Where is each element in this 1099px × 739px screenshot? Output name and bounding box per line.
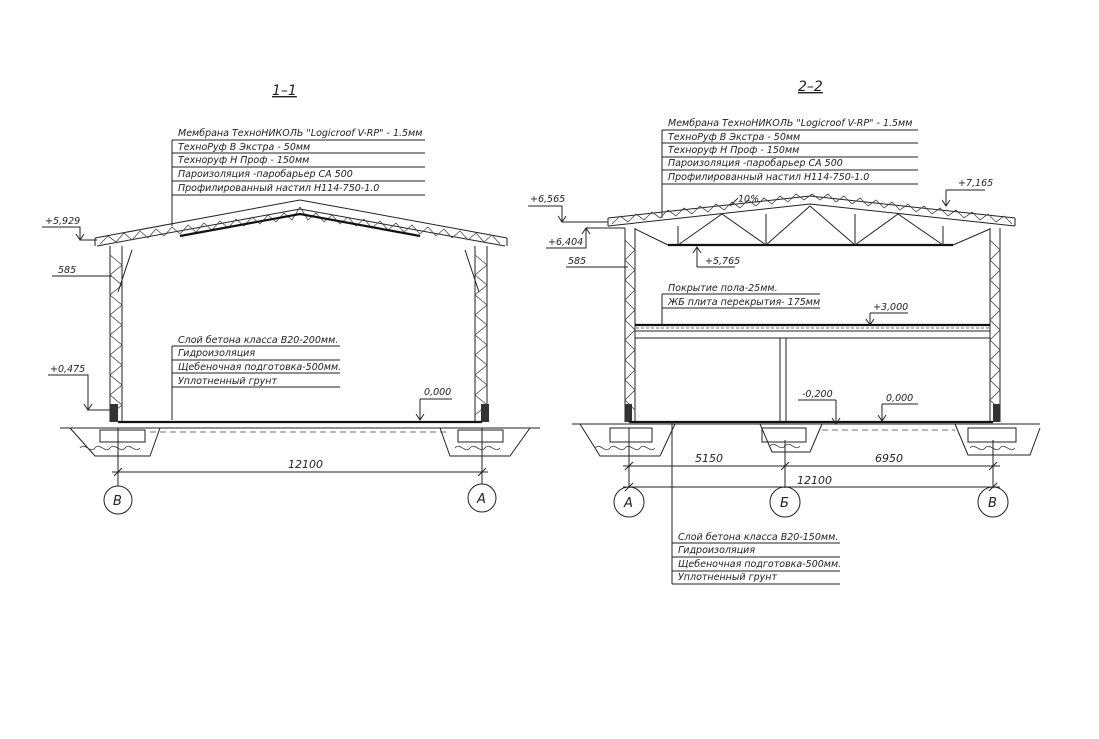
elevation-floor: 0,000 xyxy=(424,387,451,398)
dimension-span-1: 5150 xyxy=(695,452,723,465)
axis-label: А xyxy=(623,496,633,511)
roof-layer: Техноруф Н Проф - 150мм xyxy=(668,145,799,156)
floor-layers-callout: Слой бетона класса В20-200мм. Гидроизоля… xyxy=(171,335,341,420)
floor-layer: Щебеночная подготовка-500мм. xyxy=(678,559,841,570)
dimension-overhang: 585 xyxy=(568,256,586,267)
axis-marker xyxy=(613,486,645,518)
plinth xyxy=(481,404,489,422)
roof-layers-callout: Мембрана ТехноНИКОЛЬ "Logicroof V-RP" - … xyxy=(661,118,918,218)
axis-label: В xyxy=(988,496,997,511)
roof-slope: 10% xyxy=(738,194,759,205)
elevation-marks: +6,565 +6,404 585 +5,765 +7,165 10% +3,0… xyxy=(528,178,993,425)
roof-and-truss xyxy=(607,193,1016,247)
elevation-slab: +3,000 xyxy=(873,302,908,313)
elevation-truss-bottom: +5,765 xyxy=(705,256,740,267)
elevation-ridge: +7,165 xyxy=(958,178,993,189)
roof-layer: Мембрана ТехноНИКОЛЬ "Logicroof V-RP" - … xyxy=(668,118,912,129)
section-title: 2–2 xyxy=(798,79,823,95)
elevation-marks: +5,929 585 +0,475 0,000 xyxy=(42,216,452,421)
axis-marker xyxy=(977,486,1009,518)
elevation-plinth: +0,475 xyxy=(50,364,85,375)
dimension-overhang: 585 xyxy=(58,265,76,276)
dimension-total: 12100 xyxy=(288,458,323,471)
roof-layer: Мембрана ТехноНИКОЛЬ "Logicroof V-RP" - … xyxy=(178,128,422,139)
axis-marker xyxy=(103,485,133,515)
section-1-1: 1–1 Мембрана ТехноНИКОЛЬ "Logicroof V-RP… xyxy=(42,83,540,515)
roof-layers-callout: Мембрана ТехноНИКОЛЬ "Logicroof V-RP" - … xyxy=(171,128,425,226)
dimension-span-2: 6950 xyxy=(875,452,903,465)
elevation-wall-top: +6,404 xyxy=(548,237,583,248)
axis-marker xyxy=(467,483,497,513)
floor-layer: Щебеночная подготовка-500мм. xyxy=(178,362,341,373)
walls xyxy=(109,246,489,422)
floor-layer: Гидроизоляция xyxy=(678,545,755,556)
roof-layer: Техноруф Н Проф - 150мм xyxy=(178,155,309,166)
floor-and-foundation xyxy=(572,420,1041,457)
elevation-eave: +6,565 xyxy=(530,194,565,205)
axis-label: Б xyxy=(780,496,789,511)
slab-layer: Покрытие пола-25мм. xyxy=(668,283,778,294)
slab-layer: ЖБ плита перекрытия- 175мм xyxy=(667,297,820,308)
axis-label: А xyxy=(476,492,486,507)
section-title: 1–1 xyxy=(272,83,297,99)
dimensions: 5150 6950 12100 А Б В xyxy=(613,428,1009,518)
roof xyxy=(94,199,508,247)
floor-layer: Гидроизоляция xyxy=(178,348,255,359)
plinth xyxy=(110,404,118,422)
interfloor-slab xyxy=(635,323,990,422)
floor-and-foundation xyxy=(60,420,540,457)
roof-layer: ТехноРуф В Экстра - 50мм xyxy=(668,132,800,143)
axis-label: В xyxy=(113,494,122,509)
roof-layer: ТехноРуф В Экстра - 50мм xyxy=(178,142,310,153)
roof-layer: Профилированный настил Н114-750-1.0 xyxy=(178,183,379,194)
axis-marker xyxy=(769,486,801,518)
elevation-floor-low: -0,200 xyxy=(802,389,833,400)
floor-layer: Уплотненный грунт xyxy=(178,376,277,387)
dimension-total: 12100 xyxy=(797,474,832,487)
elevation-eave: +5,929 xyxy=(45,216,80,227)
section-2-2: 2–2 Мембрана ТехноНИКОЛЬ "Logicroof V-RP… xyxy=(528,79,1041,585)
elevation-floor: 0,000 xyxy=(886,393,913,404)
slab-callout: Покрытие пола-25мм. ЖБ плита перекрытия-… xyxy=(661,283,820,325)
floor-layers-callout: Слой бетона класса В20-150мм. Гидроизоля… xyxy=(671,421,841,585)
roof-layer: Пароизоляция -паробарьер СА 500 xyxy=(668,158,843,169)
floor-layer: Слой бетона класса В20-200мм. xyxy=(178,335,338,346)
floor-layer: Уплотненный грунт xyxy=(678,572,777,583)
roof-layer: Профилированный настил Н114-750-1.0 xyxy=(668,172,869,183)
roof-layer: Пароизоляция -паробарьер СА 500 xyxy=(178,169,353,180)
floor-layer: Слой бетона класса В20-150мм. xyxy=(678,532,838,543)
dimensions: 12100 В А xyxy=(103,428,497,515)
